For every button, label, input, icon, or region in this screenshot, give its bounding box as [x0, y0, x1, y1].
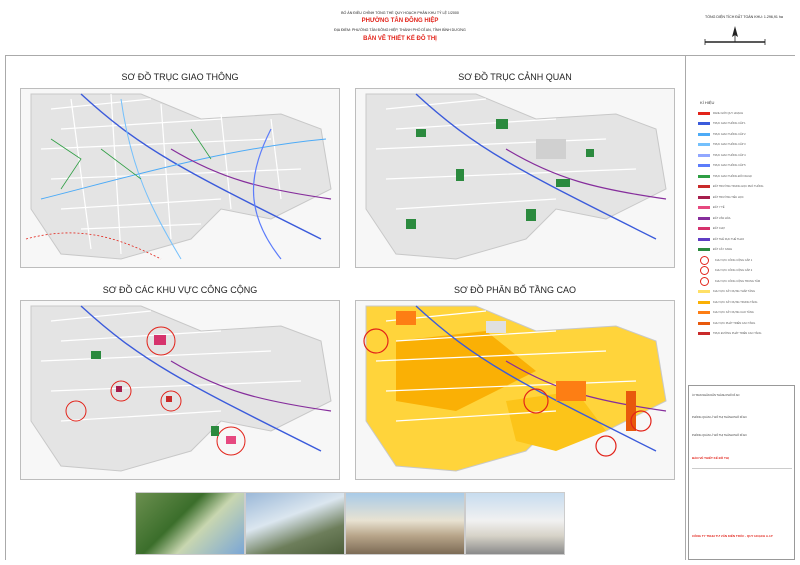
panel-title-landscape: SƠ ĐỒ TRỤC CẢNH QUAN: [458, 72, 572, 82]
legend-label: TRỤC ĐƯỜNG PHÁT TRIỂN CAO TẦNG: [713, 332, 762, 336]
legend-item: KHU VỰC PHÁT TRIỂN CAO TẦNG: [698, 318, 793, 329]
title-block-table: [692, 468, 792, 524]
legend-swatch: [698, 311, 710, 315]
location-line: ĐỊA ĐIỂM: PHƯỜNG TÂN ĐÔNG HIỆP, THÀNH PH…: [334, 28, 466, 32]
legend-item: ĐẤT CÂY XANH: [698, 245, 793, 256]
legend-item: ĐẤT TRƯỜNG TRUNG HỌC PHỔ THÔNG: [698, 182, 793, 193]
legend-swatch: [698, 174, 710, 178]
legend-item: TRỤC GIAO THÔNG CẤP 4: [698, 150, 793, 161]
north-arrow-icon: [732, 26, 738, 42]
legend-swatch: [698, 216, 710, 220]
legend-label: TRỤC GIAO THÔNG ĐỐI NGOẠI: [713, 174, 752, 178]
frame-divider: [685, 55, 686, 560]
legend-label: ĐẤT Y TẾ: [713, 206, 725, 210]
legend-item: TRỤC GIAO THÔNG ĐỐI NGOẠI: [698, 171, 793, 182]
legend-label: KHU VỰC CÔNG CỘNG CẤP 2: [715, 269, 753, 273]
panel-title-height: SƠ ĐỒ PHÂN BỐ TẦNG CAO: [453, 285, 577, 295]
drawing-name: BẢN VẼ THIẾT KẾ ĐÔ THỊ: [692, 456, 729, 460]
legend-swatch: [698, 132, 710, 136]
total-area-label: TỔNG DIỆN TÍCH ĐẤT TOÀN KHU: 1.296,91 ha: [705, 15, 783, 19]
org-line-1: ỦY BAN NHÂN DÂN THÀNH PHỐ DĨ AN: [692, 394, 740, 397]
project-title: BỐ ÁN ĐIỀU CHỈNH TỔNG THỂ QUY HOẠCH PHÂN…: [341, 11, 459, 15]
legend-label: TRỤC GIAO THÔNG CẤP 3: [713, 143, 746, 147]
landscape-map: [355, 88, 675, 268]
legend-swatch: [698, 122, 710, 126]
legend-item: KHU VỰC XÂY DỰNG CAO TẦNG: [698, 308, 793, 319]
legend-swatch: [698, 164, 710, 168]
panel-title-traffic: SƠ ĐỒ TRỤC GIAO THÔNG: [121, 72, 239, 82]
legend-label: KHU VỰC CÔNG CỘNG CẤP 1: [715, 258, 753, 262]
legend-item: ĐẤT VĂN HÓA: [698, 213, 793, 224]
ward-name: PHƯỜNG TÂN ĐÔNG HIỆP: [361, 18, 439, 24]
legend-swatch: [698, 248, 710, 252]
traffic-map: [20, 88, 340, 268]
legend-swatch: [698, 332, 710, 336]
legend-swatch: [700, 266, 709, 276]
legend-swatch: [698, 300, 710, 304]
legend-item: KHU VỰC CÔNG CỘNG CẤP 1: [698, 255, 793, 266]
org-line-2: PHÒNG QUẢN LÝ ĐÔ THỊ THÀNH PHỐ DĨ AN: [692, 416, 747, 419]
legend-item: KHU VỰC CÔNG CỘNG CẤP 2: [698, 266, 793, 277]
company-name: CÔNG TY TNHH TƯ VẤN KIẾN TRÚC - QUY HOẠC…: [692, 534, 773, 538]
legend-label: TRỤC GIAO THÔNG CẤP 4: [713, 153, 746, 157]
building-height-map: [355, 300, 675, 480]
frame-left: [5, 55, 6, 560]
legend-swatch: [698, 227, 710, 231]
legend-item: RANH GIỚI QUY HOẠCH: [698, 108, 793, 119]
legend-title: KÍ HIỆU: [700, 100, 715, 105]
legend-label: TRỤC GIAO THÔNG CẤP 2: [713, 132, 746, 136]
rendering-school: [245, 492, 345, 555]
legend-label: KHU VỰC XÂY DỰNG CAO TẦNG: [713, 311, 754, 315]
scale-bar: [704, 26, 766, 45]
legend-label: ĐẤT CÂY XANH: [713, 248, 733, 252]
legend-label: ĐẤT THỂ DỤC THỂ THAO: [713, 237, 745, 241]
legend-label: KHU VỰC XÂY DỰNG TRUNG TẦNG: [713, 300, 758, 304]
legend-item: ĐẤT THỂ DỤC THỂ THAO: [698, 234, 793, 245]
legend-swatch: [698, 290, 710, 294]
title-block: ỦY BAN NHÂN DÂN THÀNH PHỐ DĨ AN PHÒNG QU…: [688, 385, 795, 560]
legend-swatch: [698, 195, 710, 199]
legend-swatch: [700, 255, 709, 265]
legend-label: KHU VỰC CÔNG CỘNG TRUNG TÂM: [715, 279, 761, 283]
legend-swatch: [700, 276, 709, 286]
legend-item: TRỤC GIAO THÔNG CẤP 2: [698, 129, 793, 140]
panel-title-public: SƠ ĐỒ CÁC KHU VỰC CÔNG CỘNG: [102, 285, 258, 295]
legend-swatch: [698, 143, 710, 147]
legend-label: ĐẤT TRƯỜNG TIỂU HỌC: [713, 195, 744, 199]
legend-item: ĐẤT CHỢ: [698, 224, 793, 235]
legend-item: TRỤC ĐƯỜNG PHÁT TRIỂN CAO TẦNG: [698, 329, 793, 340]
legend: RANH GIỚI QUY HOẠCH TRỤC GIAO THÔNG CẤP 1…: [698, 108, 793, 339]
legend-swatch: [698, 153, 710, 157]
public-areas-map: [20, 300, 340, 480]
legend-item: KHU VỰC CÔNG CỘNG TRUNG TÂM: [698, 276, 793, 287]
rendering-street: [345, 492, 465, 555]
legend-item: ĐẤT TRƯỜNG TIỂU HỌC: [698, 192, 793, 203]
legend-swatch: [698, 321, 710, 325]
legend-swatch: [698, 185, 710, 189]
rendering-townhouses: [465, 492, 565, 555]
legend-item: TRỤC GIAO THÔNG CẤP 5: [698, 161, 793, 172]
legend-item: ĐẤT Y TẾ: [698, 203, 793, 214]
legend-label: TRỤC GIAO THÔNG CẤP 1: [713, 122, 746, 126]
legend-item: TRỤC GIAO THÔNG CẤP 3: [698, 140, 793, 151]
legend-label: RANH GIỚI QUY HOẠCH: [713, 111, 744, 115]
legend-label: ĐẤT TRƯỜNG TRUNG HỌC PHỔ THÔNG: [713, 185, 764, 189]
legend-label: KHU VỰC XÂY DỰNG THẤP TẦNG: [713, 290, 756, 294]
legend-swatch: [698, 111, 710, 115]
legend-item: KHU VỰC XÂY DỰNG TRUNG TẦNG: [698, 297, 793, 308]
legend-label: TRỤC GIAO THÔNG CẤP 5: [713, 164, 746, 168]
rendering-public-center: [135, 492, 245, 555]
frame-top: [5, 55, 795, 56]
legend-label: ĐẤT CHỢ: [713, 227, 725, 231]
legend-swatch: [698, 206, 710, 210]
legend-label: ĐẤT VĂN HÓA: [713, 216, 731, 220]
legend-item: KHU VỰC XÂY DỰNG THẤP TẦNG: [698, 287, 793, 298]
org-line-3: PHÒNG QUẢN LÝ ĐÔ THỊ THÀNH PHỐ DĨ AN: [692, 434, 747, 437]
legend-swatch: [698, 237, 710, 241]
legend-label: KHU VỰC PHÁT TRIỂN CAO TẦNG: [713, 321, 756, 325]
drawing-title: BẢN VẼ THIẾT KẾ ĐÔ THỊ: [363, 36, 437, 42]
legend-item: TRỤC GIAO THÔNG CẤP 1: [698, 119, 793, 130]
